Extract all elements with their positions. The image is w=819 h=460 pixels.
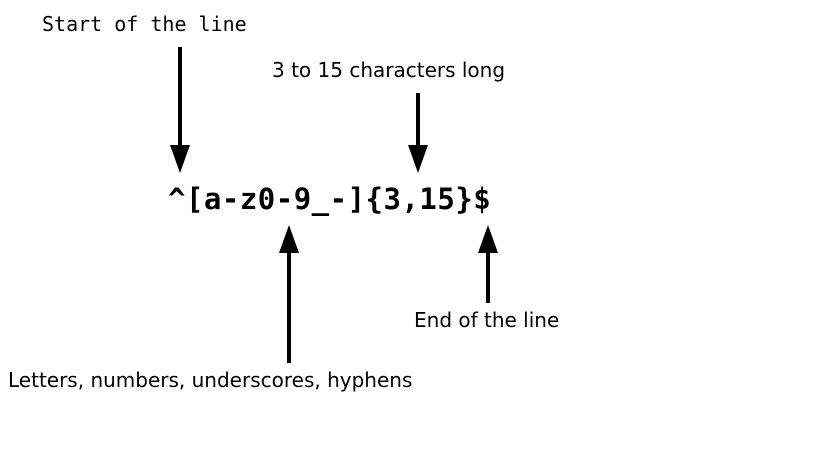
- annotation-character-class: Letters, numbers, underscores, hyphens: [8, 368, 413, 392]
- arrow-length: [408, 93, 428, 173]
- arrow-start-of-line: [170, 47, 190, 173]
- annotation-start-of-line: Start of the line: [42, 12, 247, 36]
- arrow-character-class: [279, 225, 299, 363]
- regex-pattern: ^[a-z0-9_-]{3,15}$: [168, 182, 492, 216]
- annotation-length: 3 to 15 characters long: [272, 58, 506, 82]
- arrow-end-of-line: [478, 225, 498, 303]
- annotation-end-of-line: End of the line: [414, 308, 560, 332]
